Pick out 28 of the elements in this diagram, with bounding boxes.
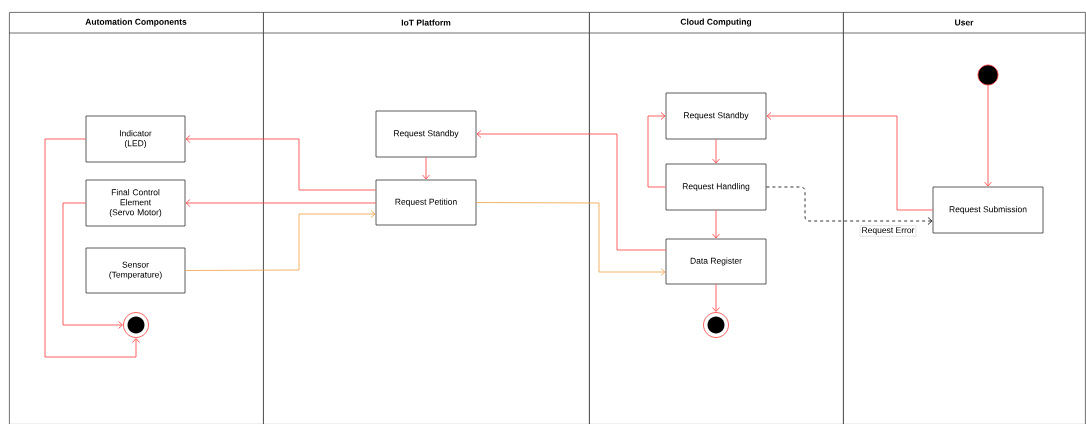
arrow — [44, 138, 140, 358]
activity-box: Request Submission — [932, 186, 1044, 234]
arrow — [984, 85, 992, 187]
edge-label: Request Error — [859, 225, 917, 237]
activity-box: Final Control Element (Servo Motor) — [85, 179, 186, 227]
arrow — [185, 210, 376, 271]
arrow — [62, 202, 123, 329]
initial-node — [977, 64, 999, 86]
arrow — [422, 157, 430, 180]
arrow — [712, 284, 720, 312]
activity-box: Request Handling — [665, 163, 767, 211]
final-node — [703, 312, 729, 338]
activity-box: Indicator (LED) — [85, 115, 186, 163]
activity-box: Request Petition — [375, 179, 477, 226]
arrow — [185, 199, 376, 207]
arrow — [712, 210, 720, 239]
arrow — [766, 112, 933, 211]
activity-box: Request Standby — [665, 92, 767, 140]
activity-box: Sensor (Temperature) — [85, 247, 186, 294]
final-node — [123, 312, 149, 338]
arrow — [712, 139, 720, 164]
arrow — [476, 202, 666, 276]
activity-box: Request Standby — [375, 110, 477, 158]
arrow — [185, 135, 376, 191]
arrow — [647, 112, 666, 188]
activity-box: Data Register — [665, 238, 767, 285]
arrow — [476, 130, 666, 251]
dashed-arrow — [766, 186, 933, 225]
